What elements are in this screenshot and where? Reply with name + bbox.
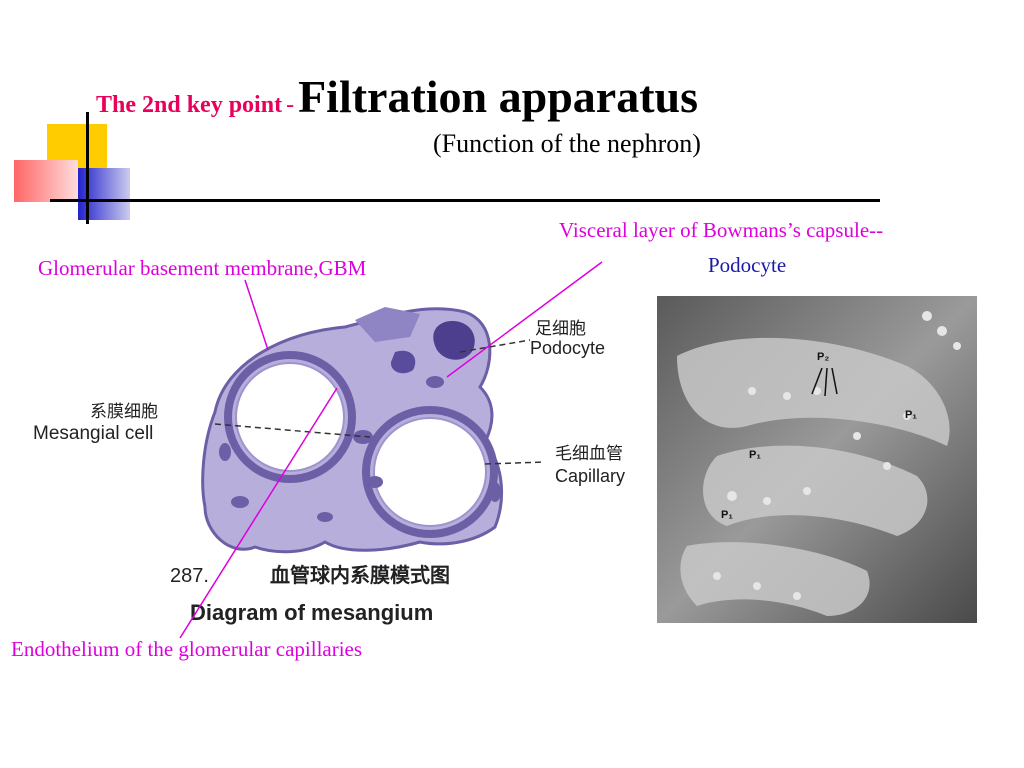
sem-label-p1-b: P₁ xyxy=(749,449,761,461)
sem-label-p1-a: P₁ xyxy=(905,409,917,421)
title-prefix: The 2nd key point xyxy=(96,92,283,118)
diagram-capillary-cn: 毛细血管 xyxy=(555,444,623,464)
label-endothelium: Endothelium of the glomerular capillarie… xyxy=(11,637,363,661)
diagram-podocyte-en: Podocyte xyxy=(530,338,605,358)
diagram-podocyte-cn: 足细胞 xyxy=(535,319,586,339)
sem-pedicels xyxy=(713,311,961,600)
label-visceral-layer: Visceral layer of Bowmans’s capsule-- xyxy=(559,218,884,242)
diagram-caption-cn: 血管球内系膜模式图 xyxy=(270,563,450,587)
sem-micrograph: P₂ P₁ P₁ P₁ xyxy=(657,296,977,623)
sem-label-p2: P₂ xyxy=(817,351,829,363)
sem-arrows xyxy=(811,367,838,397)
mesangium-diagram: 足细胞 Podocyte 系膜细胞 Mesangial cell 毛细血管 Ca… xyxy=(33,307,625,625)
decor-red-square xyxy=(14,160,78,202)
sem-labels: P₂ P₁ P₁ P₁ xyxy=(721,351,917,521)
title-dash: - xyxy=(286,92,295,118)
label-podocyte: Podocyte xyxy=(708,253,787,277)
sem-label-p1-c: P₁ xyxy=(721,509,733,521)
diagram-mesangial-cn: 系膜细胞 xyxy=(90,402,158,422)
diagram-mesangial-en: Mesangial cell xyxy=(33,423,153,444)
decor-vertical-rule xyxy=(86,112,89,224)
slide-title: The 2nd key point - Filtration apparatus xyxy=(96,70,698,123)
decor-horizontal-rule xyxy=(50,199,880,202)
capillary-right xyxy=(362,406,498,538)
slide-subtitle: (Function of the nephron) xyxy=(433,129,701,158)
diagram-capillary-en: Capillary xyxy=(555,466,625,486)
diagram-figure-number: 287. xyxy=(170,565,209,587)
diagram-caption-en: Diagram of mesangium xyxy=(190,600,433,625)
label-gbm: Glomerular basement membrane,GBM xyxy=(38,256,367,280)
capillary-left xyxy=(224,351,356,483)
title-main: Filtration apparatus xyxy=(298,71,699,122)
